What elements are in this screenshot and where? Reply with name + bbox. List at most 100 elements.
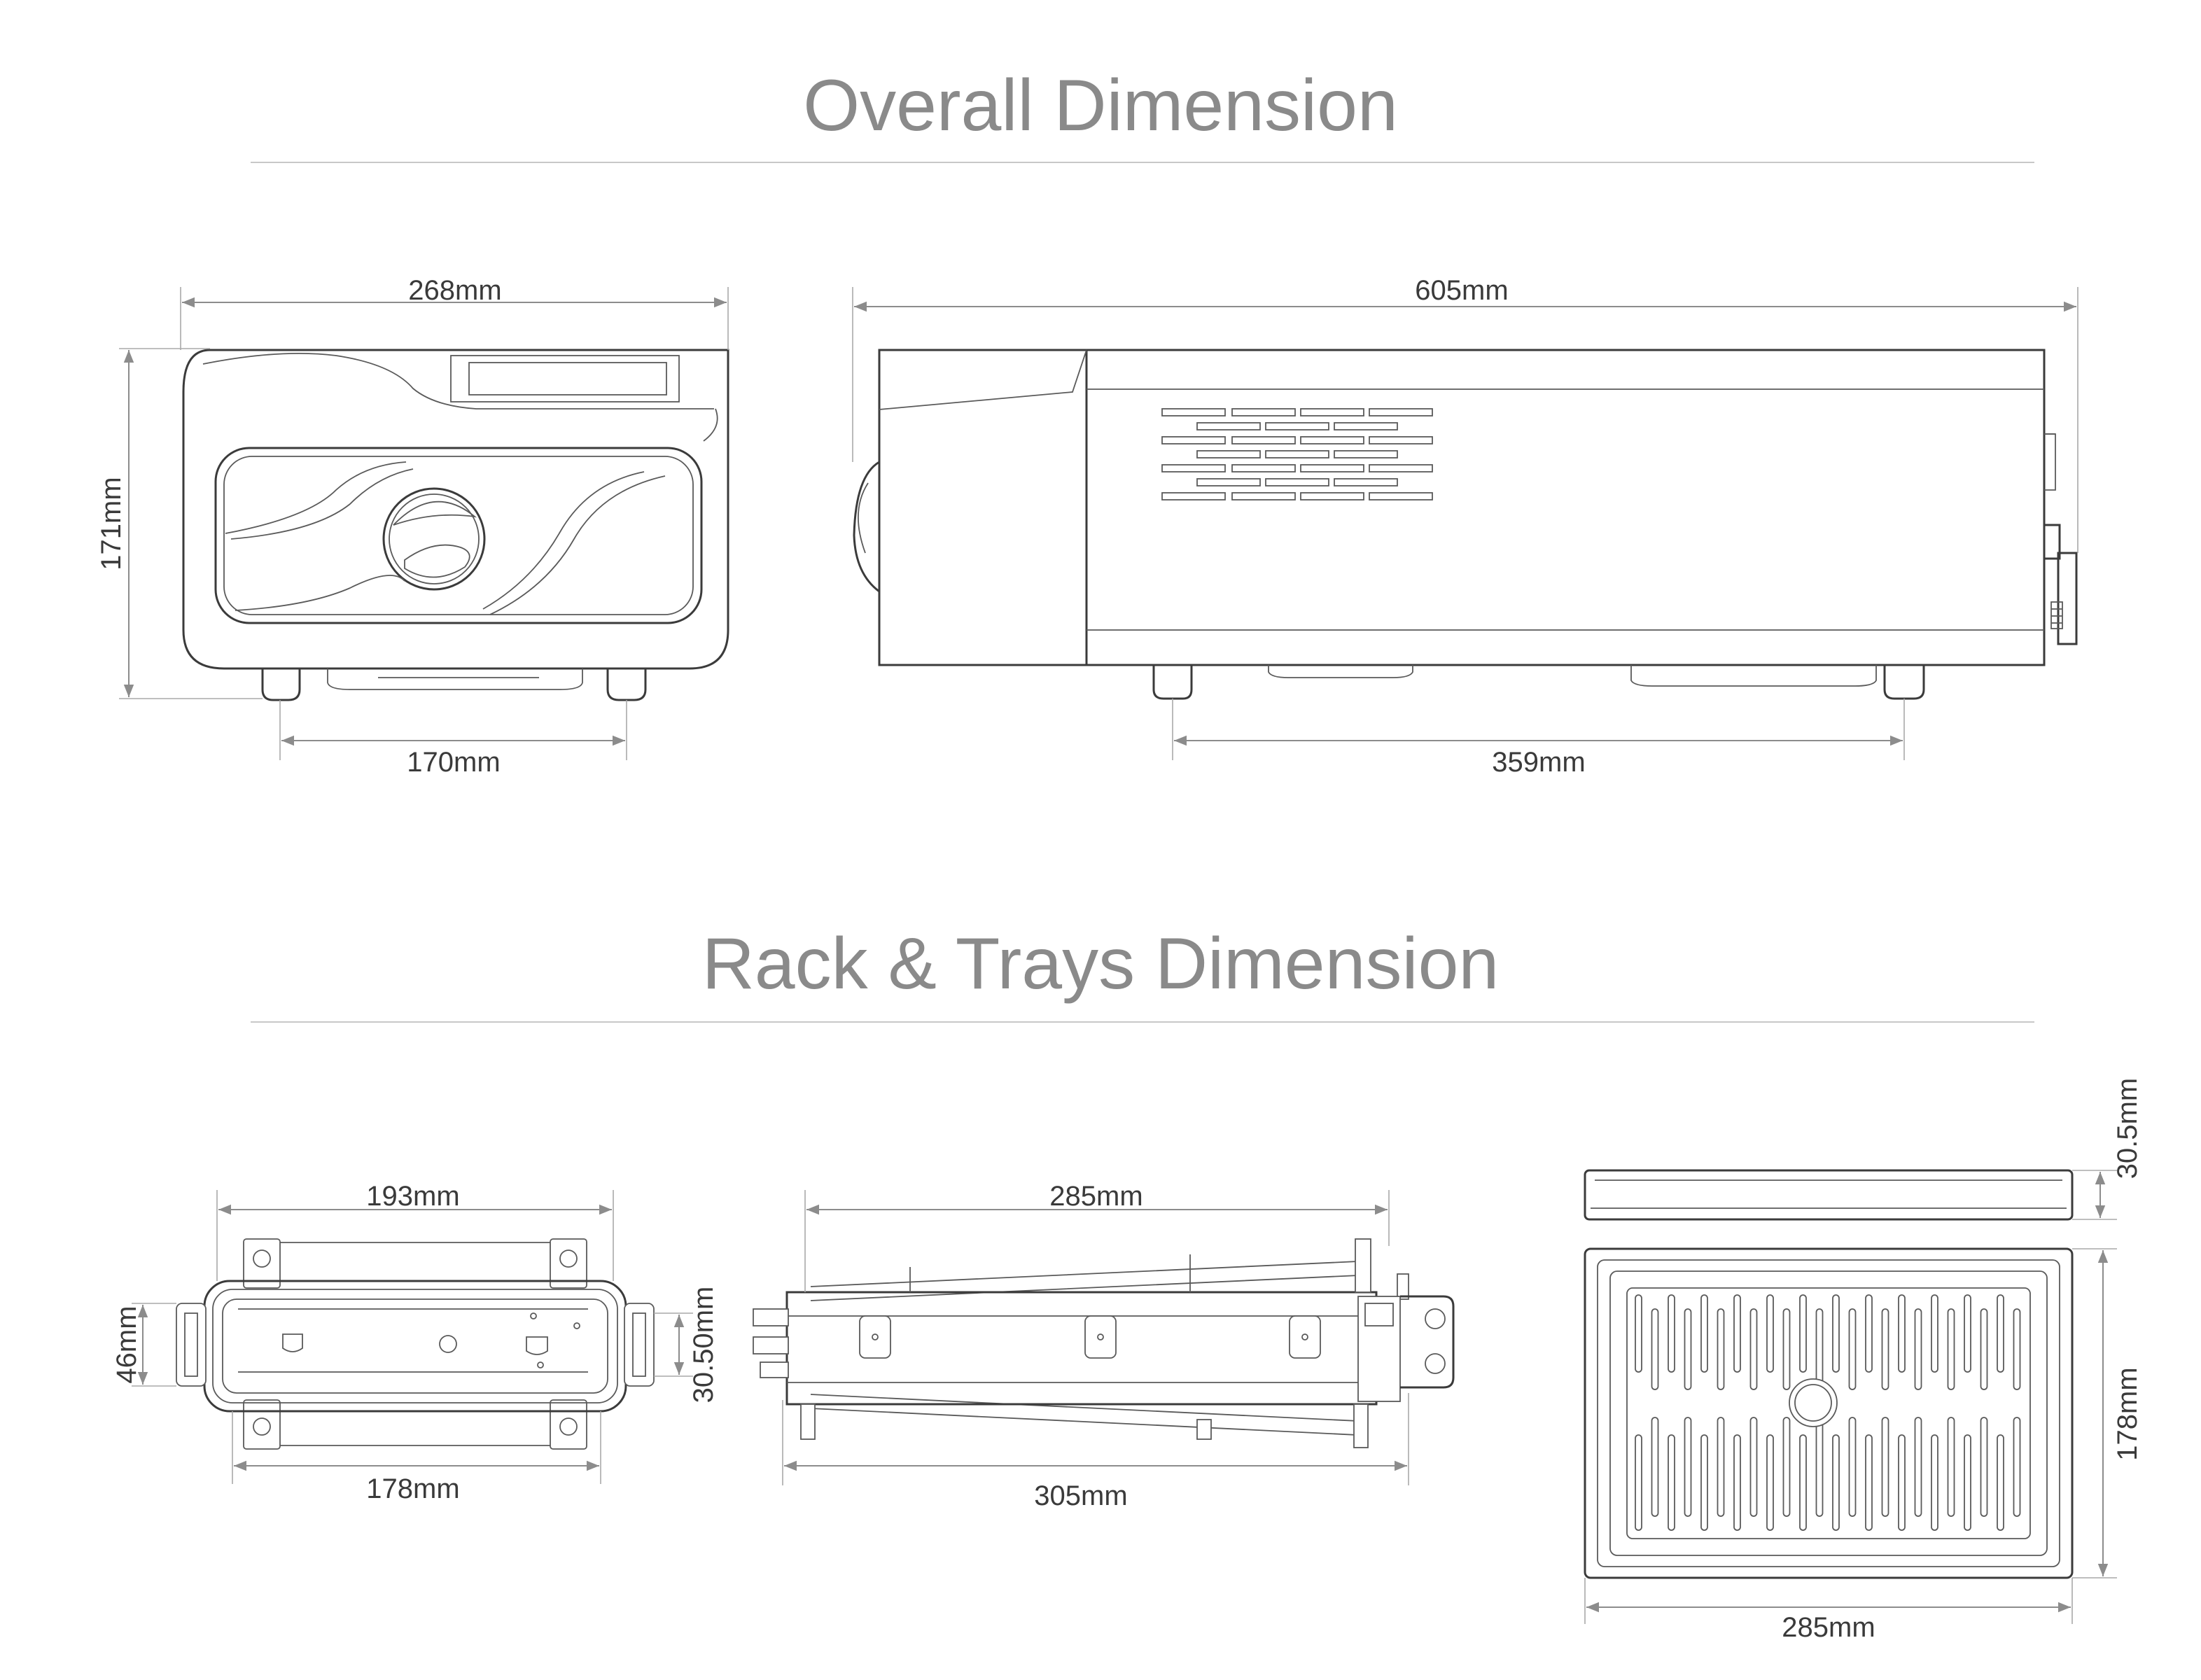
- tray-height-label: 30.5mm: [2112, 1078, 2143, 1180]
- rack-end-view: [176, 1238, 655, 1450]
- rack-side-dimensions: [782, 1190, 1409, 1485]
- vent-slot: [1334, 450, 1398, 458]
- drain-slot: [1898, 1294, 1906, 1373]
- drain-slot: [1700, 1294, 1708, 1373]
- rack-end-dimensions: [132, 1190, 693, 1484]
- drain-slot: [1815, 1417, 1824, 1517]
- rack-side-view: [753, 1238, 1455, 1448]
- vent-slot: [1300, 436, 1364, 444]
- drain-slot: [1782, 1308, 1791, 1390]
- drain-slot: [1997, 1434, 2004, 1531]
- drain-slot: [1815, 1308, 1824, 1390]
- drain-slot: [2013, 1417, 2021, 1517]
- front-dimensions: [119, 287, 729, 760]
- drain-slot: [1684, 1308, 1692, 1390]
- drain-slot: [1684, 1417, 1692, 1517]
- drain-slot: [1931, 1434, 1938, 1531]
- vent-slot: [1161, 492, 1226, 500]
- drain-slot: [1980, 1417, 1988, 1517]
- vent-slot: [1369, 408, 1433, 416]
- vent-slot: [1161, 464, 1226, 472]
- tray-drain-slots: [1635, 1294, 2021, 1531]
- drain-slot: [1865, 1294, 1873, 1373]
- drain-slot: [1914, 1308, 1922, 1390]
- drain-slot: [1898, 1434, 1906, 1531]
- drain-slot: [1635, 1434, 1642, 1531]
- drain-slot: [1766, 1434, 1774, 1531]
- drain-slot: [1749, 1417, 1758, 1517]
- vent-slot: [1196, 450, 1261, 458]
- drain-slot: [1947, 1308, 1955, 1390]
- drain-slot: [1980, 1308, 1988, 1390]
- vent-slot: [1265, 478, 1329, 486]
- vent-slot: [1265, 450, 1329, 458]
- vent-slot: [1231, 408, 1296, 416]
- overall-dimension-title: Overall Dimension: [803, 65, 1398, 146]
- vent-slot: [1161, 436, 1226, 444]
- vent-slot: [1161, 408, 1226, 416]
- vent-slot: [1369, 464, 1433, 472]
- drain-slot: [1668, 1434, 1675, 1531]
- vent-slot: [1300, 408, 1364, 416]
- vent-slot: [1231, 464, 1296, 472]
- vent-slot: [1231, 436, 1296, 444]
- rack-bottom-width-label: 178mm: [366, 1474, 459, 1504]
- drain-slot: [2013, 1308, 2021, 1390]
- drain-slot: [1832, 1434, 1840, 1531]
- rack-side-bottom-label: 305mm: [1034, 1480, 1127, 1511]
- drain-slot: [1799, 1294, 1807, 1373]
- drain-slot: [1848, 1308, 1857, 1390]
- drain-slot: [1931, 1294, 1938, 1373]
- rack-side-top-label: 285mm: [1049, 1181, 1143, 1212]
- drain-slot: [1749, 1308, 1758, 1390]
- front-width-label: 268mm: [408, 275, 501, 306]
- drain-slot: [1700, 1434, 1708, 1531]
- drain-slot: [1733, 1434, 1741, 1531]
- drain-slot: [1964, 1294, 1971, 1373]
- side-view: [853, 349, 2078, 700]
- drain-slot: [1848, 1417, 1857, 1517]
- drain-slot: [1668, 1294, 1675, 1373]
- drain-slot: [1766, 1294, 1774, 1373]
- drain-slot: [1865, 1434, 1873, 1531]
- drain-slot: [1947, 1417, 1955, 1517]
- rack-trays-dimension-title: Rack & Trays Dimension: [701, 923, 1500, 1004]
- tray-width-label: 285mm: [1782, 1612, 1875, 1643]
- drain-slot: [1651, 1417, 1659, 1517]
- side-dimensions: [852, 287, 2078, 760]
- vent-slot: [1334, 422, 1398, 430]
- drain-slot: [1635, 1294, 1642, 1373]
- drain-slot: [1914, 1417, 1922, 1517]
- tray-depth-label: 178mm: [2112, 1367, 2143, 1460]
- side-feet-label: 359mm: [1492, 747, 1585, 778]
- vent-slot: [1334, 478, 1398, 486]
- vent-slot: [1300, 464, 1364, 472]
- drain-slot: [1717, 1417, 1725, 1517]
- tray-top-view: [1584, 1247, 2074, 1579]
- drain-slot: [1733, 1294, 1741, 1373]
- vent-slot: [1196, 422, 1261, 430]
- drain-slot: [1782, 1417, 1791, 1517]
- front-feet-label: 170mm: [407, 747, 500, 778]
- vent-slot: [1231, 492, 1296, 500]
- front-height-label: 171mm: [96, 477, 127, 570]
- rack-height-left-label: 46mm: [111, 1306, 142, 1383]
- drain-slot: [1832, 1294, 1840, 1373]
- tray-side-view: [1584, 1169, 2074, 1221]
- vent-slot: [1369, 436, 1433, 444]
- drain-slot: [1651, 1308, 1659, 1390]
- vent-slot: [1265, 422, 1329, 430]
- drain-slot: [1881, 1308, 1889, 1390]
- tray-dimensions: [1584, 1170, 2117, 1624]
- rack-top-width-label: 193mm: [366, 1181, 459, 1212]
- side-length-label: 605mm: [1415, 275, 1508, 306]
- vent-slot: [1300, 492, 1364, 500]
- drain-slot: [1799, 1434, 1807, 1531]
- side-vents: [1161, 408, 1433, 500]
- drain-slot: [1964, 1434, 1971, 1531]
- drain-slot: [1881, 1417, 1889, 1517]
- drain-slot: [1717, 1308, 1725, 1390]
- front-view: [182, 349, 729, 701]
- vent-slot: [1369, 492, 1433, 500]
